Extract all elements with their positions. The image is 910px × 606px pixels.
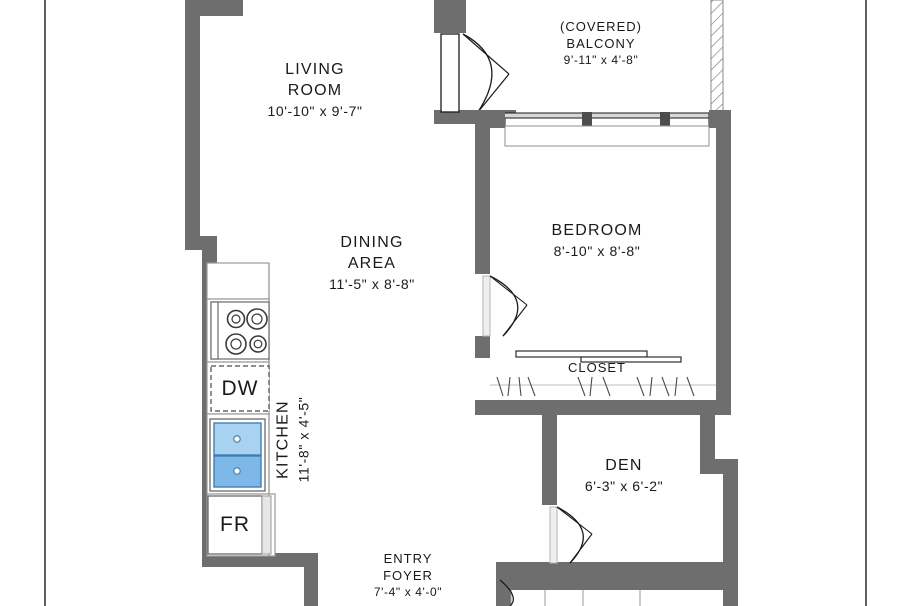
room-label-kitchen: KITCHEN 11'-8" x 4'-5" bbox=[274, 359, 313, 519]
den-dimensions: 6'-3" x 6'-2" bbox=[584, 477, 664, 494]
living-room-dimensions: 10'-10" x 9'-7" bbox=[267, 102, 363, 119]
room-label-bedroom: BEDROOM 8'-10" x 8'-8" bbox=[497, 221, 697, 260]
bedroom-door-swing-arc bbox=[489, 275, 519, 337]
feature-label-closet: CLOSET bbox=[547, 360, 647, 377]
refrigerator-label-box: FR bbox=[208, 496, 262, 554]
balcony-door-swing-arc bbox=[462, 33, 493, 113]
closet-label: CLOSET bbox=[567, 360, 626, 375]
closet-detail bbox=[490, 350, 716, 397]
lower-bath-fixtures bbox=[510, 590, 641, 606]
bedroom-name: BEDROOM bbox=[551, 222, 643, 239]
entry-foyer-name-line-1: ENTRY bbox=[383, 551, 433, 566]
balcony-sliding-glass-wall bbox=[488, 112, 710, 147]
balcony-name-line-1: (COVERED) bbox=[560, 19, 642, 34]
kitchen-dimensions: 11'-8" x 4'-5" bbox=[295, 396, 312, 483]
entry-foyer-dimensions: 7'-4" x 4'-0" bbox=[373, 584, 443, 599]
lower-left-door-swing bbox=[499, 579, 514, 606]
slider-flanking-piers bbox=[475, 110, 731, 128]
refrigerator-label: FR bbox=[220, 513, 250, 536]
balcony-railing-hatched bbox=[710, 0, 724, 123]
lower-bath-walls bbox=[496, 562, 726, 606]
balcony-dimensions: 9'-11" x 4'-8" bbox=[563, 52, 639, 67]
dining-name-line-2: AREA bbox=[347, 254, 397, 272]
kitchen-name: KITCHEN bbox=[274, 400, 292, 479]
double-basin-sink-icon bbox=[209, 418, 266, 492]
living-room-name-line-2: ROOM bbox=[287, 81, 343, 99]
den-door-swing-arc bbox=[556, 506, 584, 564]
room-label-balcony: (COVERED) BALCONY 9'-11" x 4'-8" bbox=[511, 19, 691, 68]
den-walls bbox=[496, 415, 738, 606]
balcony-name-line-2: BALCONY bbox=[566, 35, 636, 51]
dishwasher-label-box: DW bbox=[211, 366, 269, 411]
room-label-den: DEN 6'-3" x 6'-2" bbox=[544, 456, 704, 495]
refrigerator-icon bbox=[207, 495, 272, 555]
den-door bbox=[549, 506, 593, 564]
bedroom-door bbox=[482, 275, 528, 337]
balcony-door-swing-edge2 bbox=[477, 73, 510, 113]
room-label-living-room: LIVING ROOM 10'-10" x 9'-7" bbox=[215, 60, 415, 120]
den-name: DEN bbox=[605, 457, 643, 474]
dishwasher-label: DW bbox=[221, 376, 259, 400]
room-label-entry-foyer: ENTRY FOYER 7'-4" x 4'-0" bbox=[333, 551, 483, 600]
room-label-dining-area: DINING AREA 11'-5" x 8'-8" bbox=[282, 233, 462, 293]
balcony-door-leaf bbox=[440, 33, 460, 113]
dining-name-line-1: DINING bbox=[340, 234, 404, 251]
bedroom-walls bbox=[475, 124, 731, 415]
balcony-door-swing-edge bbox=[462, 33, 510, 75]
bedroom-dimensions: 8'-10" x 8'-8" bbox=[553, 242, 641, 259]
dishwasher-icon bbox=[210, 365, 270, 412]
dining-dimensions: 11'-5" x 8'-8" bbox=[329, 275, 415, 292]
cooktop-icon bbox=[210, 301, 270, 360]
entry-foyer-name-line-2: FOYER bbox=[383, 567, 433, 583]
living-room-name-line-1: LIVING bbox=[285, 61, 345, 78]
